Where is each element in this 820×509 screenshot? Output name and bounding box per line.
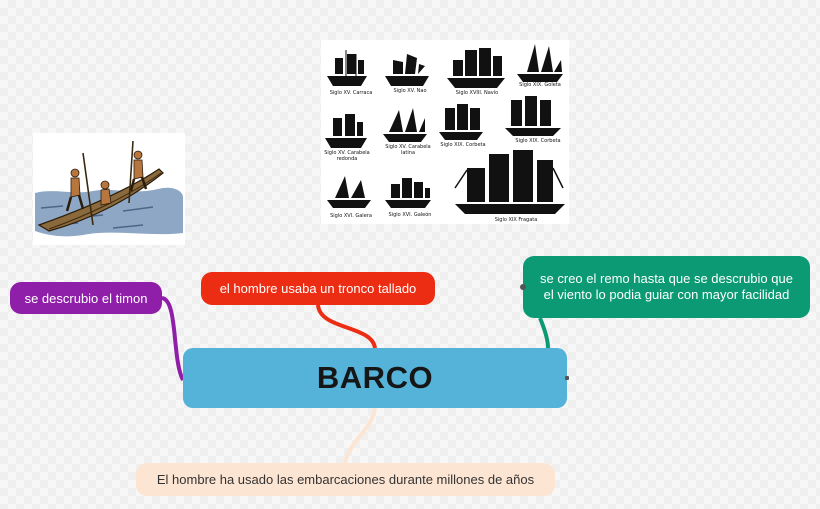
ship-label-carraca: Siglo XV. Carraca (329, 90, 373, 96)
ship-label-corbeta-1: Siglo XIX. Corbeta (440, 142, 486, 148)
ship-label-galera: Siglo XVI. Galera (330, 213, 372, 219)
topic-timon-label: se descrubio el timon (24, 290, 148, 306)
ship-label-corbeta-2: Siglo XIX. Corbeta (515, 138, 561, 144)
central-topic[interactable]: BARCO (183, 348, 567, 408)
topic-tronco-label: el hombre usaba un tronco tallado (219, 281, 417, 296)
central-connector-handle[interactable] (565, 376, 569, 380)
connector-timon (161, 296, 185, 381)
topic-remo-label: se creo el remo hasta que se descrubio q… (540, 271, 793, 302)
central-topic-label: BARCO (316, 360, 434, 395)
ship-label-carabela-redonda: Siglo XV. Carabela redonda (324, 150, 370, 162)
ship-label-galeon: Siglo XVI. Galeón (388, 212, 432, 218)
ships-history-illustration: Siglo XV. Carraca Siglo XV. Nao Siglo XV… (321, 40, 569, 224)
topic-remo[interactable]: se creo el remo hasta que se descrubio q… (523, 256, 810, 318)
connector-tronco (316, 304, 377, 349)
ship-label-carabela-latina: Siglo XV. Carabela latina (385, 144, 431, 156)
topic-tronco[interactable]: el hombre usaba un tronco tallado (201, 272, 435, 305)
connector-milenios (343, 407, 377, 464)
ship-label-fragata: Siglo XIX Fragata (494, 217, 538, 223)
topic-milenios[interactable]: El hombre ha usado las embarcaciones dur… (136, 463, 555, 496)
topic-timon[interactable]: se descrubio el timon (10, 282, 162, 314)
connector-remo (538, 317, 550, 349)
remo-connector-handle[interactable] (520, 284, 526, 290)
ship-label-navio: Siglo XVIII. Navío (455, 90, 499, 96)
ship-label-nao: Siglo XV. Nao (393, 88, 427, 94)
ship-label-goleta: Siglo XIX. Goleta (519, 82, 561, 88)
topic-milenios-label: El hombre ha usado las embarcaciones dur… (156, 472, 535, 487)
canoe-illustration (33, 133, 185, 245)
